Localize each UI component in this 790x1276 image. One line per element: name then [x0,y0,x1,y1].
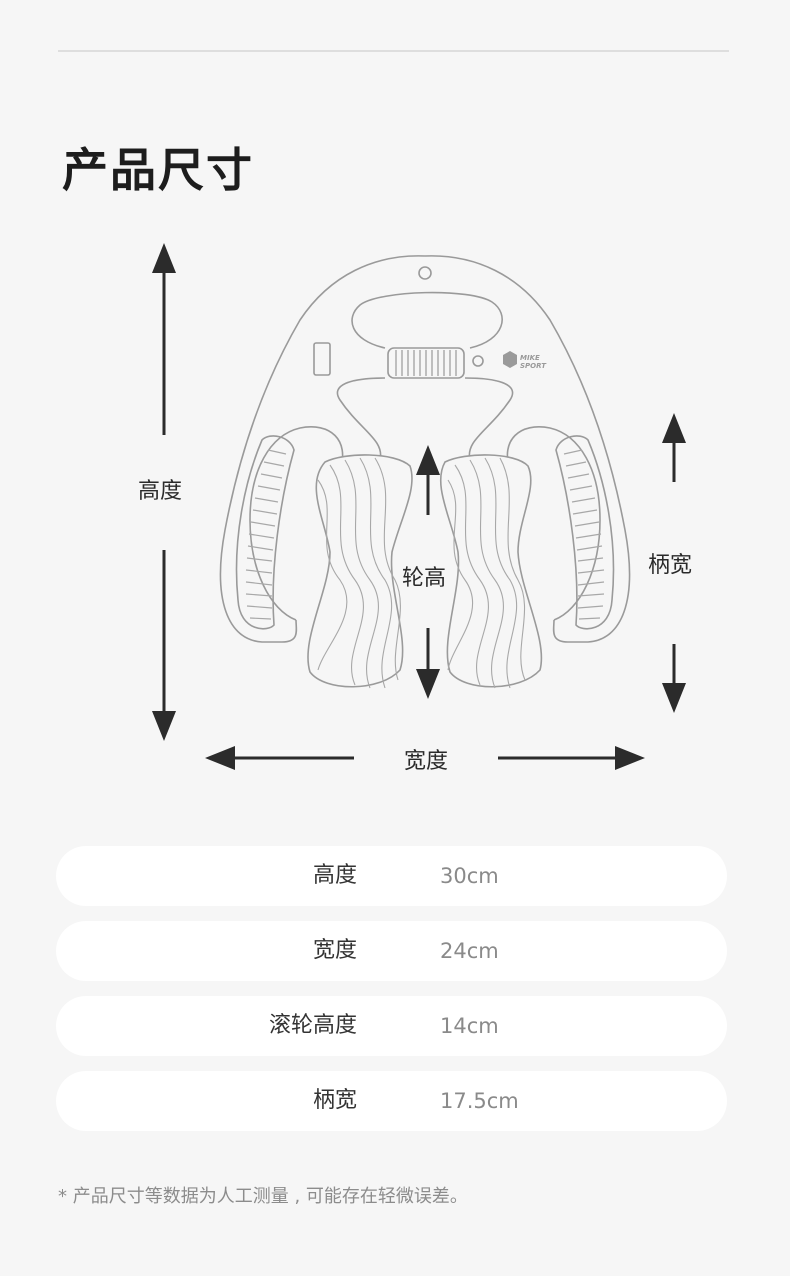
spec-name: 滚轮高度 [268,1013,357,1038]
spring [387,347,465,379]
product-dimension-diagram: 高度 宽度 轮高 柄宽 MIKE SPORT [0,240,790,800]
dimension-label-width: 宽度 [404,749,449,774]
measurement-disclaimer: * 产品尺寸等数据为人工测量 , 可能存在轻微误差。 [58,1186,468,1207]
product-line-drawing [152,243,686,770]
top-divider [58,50,729,52]
brand-text: MIKE SPORT [520,354,546,370]
counter-slot [313,342,331,376]
spec-name: 柄宽 [312,1088,357,1113]
spec-value: 14cm [440,1014,499,1038]
brand-logo [503,351,517,368]
right-roller [439,454,543,688]
page-title: 产品尺寸 [62,143,254,197]
right-grip-pad [555,435,615,630]
spec-row-width: 宽度 24cm [56,921,727,981]
spec-value: 17.5cm [440,1089,519,1113]
spec-value: 30cm [440,864,499,888]
spec-name: 宽度 [312,938,357,963]
dimension-label-wheel-height: 轮高 [402,566,447,591]
spec-row-roller-height: 滚轮高度 14cm [56,996,727,1056]
top-grip [351,291,503,349]
left-grip-pad [235,435,295,630]
hang-hole [418,266,432,280]
spec-row-handle-width: 柄宽 17.5cm [56,1071,727,1131]
left-roller [307,454,413,688]
outer-frame [219,255,426,643]
dimension-label-height: 高度 [138,479,183,504]
spec-name: 高度 [312,863,357,888]
spec-row-height: 高度 30cm [56,846,727,906]
spec-value: 24cm [440,939,499,963]
dimension-label-handle-width: 柄宽 [648,553,693,578]
